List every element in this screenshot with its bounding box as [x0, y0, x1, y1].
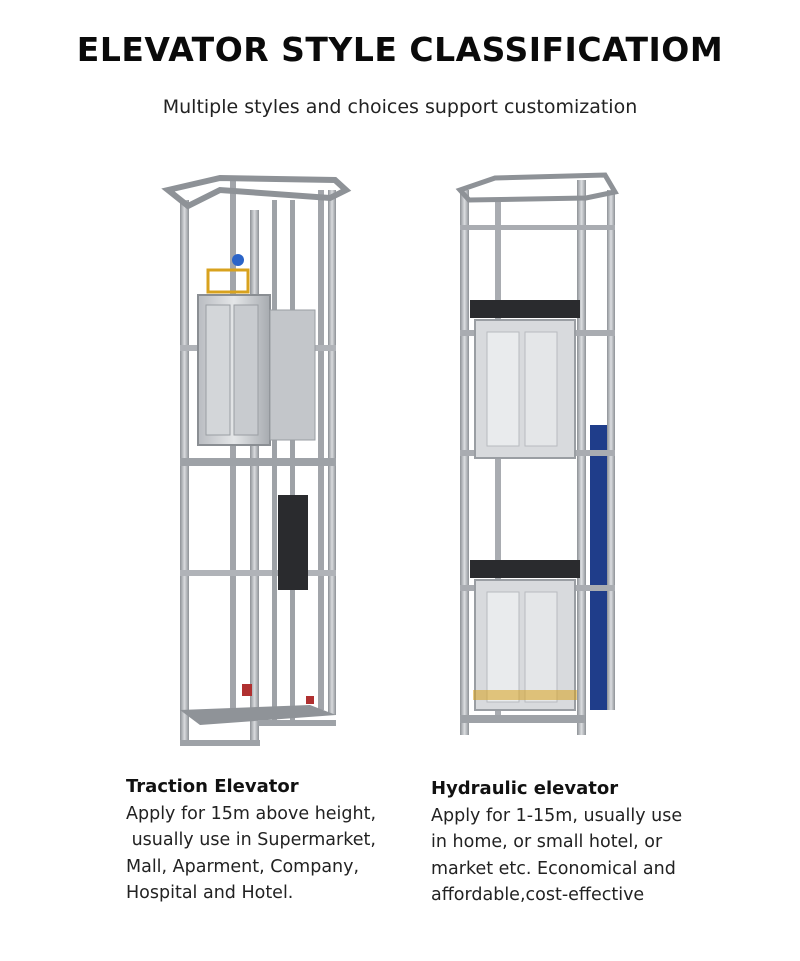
traction-elevator-line: Hospital and Hotel. [126, 883, 294, 903]
hydraulic-elevator-image [455, 172, 619, 735]
traction-elevator-line: Mall, Aparment, Company, [126, 856, 360, 877]
traction-elevator-image [161, 174, 352, 746]
hydraulic-elevator-line: market etc. Economical and [431, 858, 676, 879]
hydraulic-elevator-line: Apply for 1-15m, usually use [431, 805, 683, 826]
hydraulic-elevator-caption: Hydraulic elevator Apply for 1-15m, usua… [431, 776, 731, 909]
page-subtitle: Multiple styles and choices support cust… [162, 96, 638, 118]
traction-elevator-title: Traction Elevator [126, 776, 299, 797]
traction-elevator-line: usually use in Supermarket, [126, 830, 376, 850]
hydraulic-elevator-line: in home, or small hotel, or [431, 832, 663, 852]
traction-elevator-line: Apply for 15m above height, [126, 803, 377, 824]
traction-elevator-caption: Traction Elevator Apply for 15m above he… [126, 774, 426, 907]
hydraulic-elevator-title: Hydraulic elevator [431, 778, 619, 799]
hydraulic-elevator-line: affordable,cost-effective [431, 885, 645, 905]
page-title: ELEVATOR STYLE CLASSIFICATIOM [76, 30, 724, 69]
